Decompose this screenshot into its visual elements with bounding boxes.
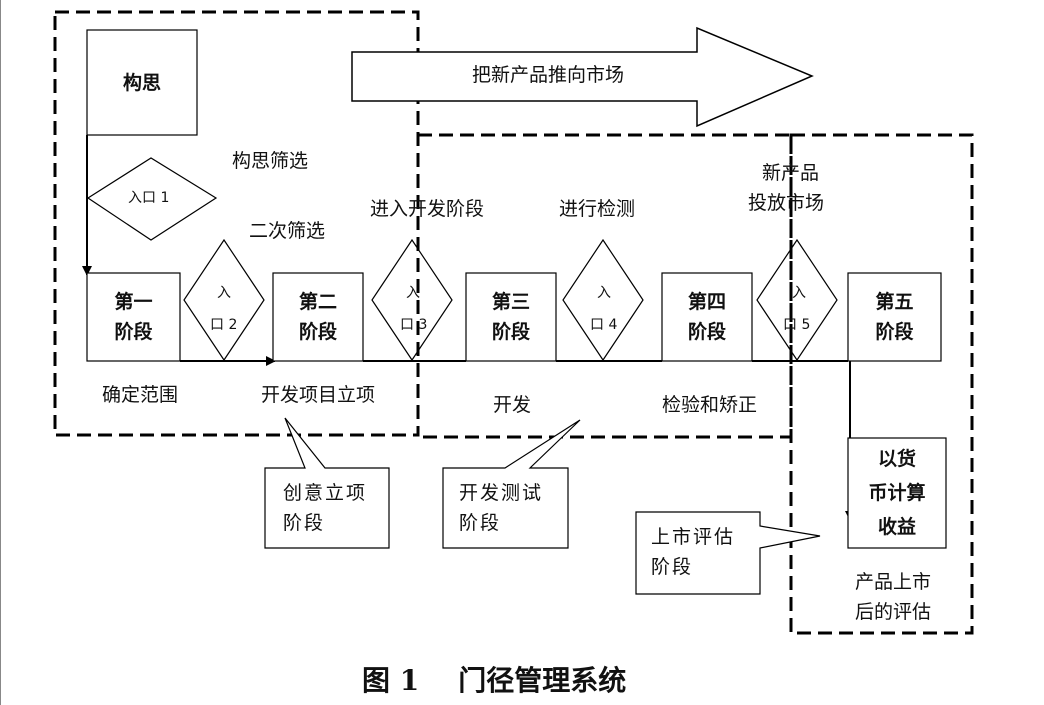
stage5-label: 第五 阶段 [875,291,914,343]
gate4-label-bottom: 口 4 [590,317,618,333]
dashed-region-market [789,133,974,635]
gate2-label-bottom: 口 2 [210,317,238,333]
label-enter-dev: 进入开发阶段 [370,198,485,220]
stage1-box [86,272,181,362]
concept-box [86,29,198,136]
label-testing: 进行检测 [559,198,636,220]
gate2-diamond [183,238,265,362]
callout-dev-test-label: 开发测试 阶段 [459,482,544,534]
stage5-box [847,272,942,362]
cash-box-label: 以货 币计算 收益 [868,448,926,538]
callout-creative [264,417,390,549]
stage1-label: 第一 阶段 [114,291,153,343]
gate3-label-bottom: 口 3 [400,317,428,333]
banner-arrow-label: 把新产品推向市场 [472,64,625,86]
dashed-region-development [418,133,793,439]
stage3-label: 第三 阶段 [491,291,530,343]
label-concept-screen: 构思筛选 [232,150,309,172]
callout-market-eval [635,511,821,595]
callout-dev-test [442,419,581,549]
gate5-label-bottom: 口 5 [783,317,811,333]
label-post-launch-eval: 产品上市 后的评估 [855,571,932,623]
dashed-region-ideation [53,10,420,437]
label-define-scope: 确定范围 [102,384,179,406]
gate2-label-top: 入 [217,285,231,301]
stage2-box [272,272,364,362]
gate5-diamond [756,238,838,362]
gate3-diamond [371,238,453,362]
stage4-label: 第四 阶段 [687,291,726,343]
label-launch-market: 投放市场 [748,192,825,214]
gate4-label-top: 入 [597,285,611,301]
label-new-product: 新产品 [762,162,820,184]
stage3-box [465,272,557,362]
banner-arrow [351,26,814,128]
gate1-diamond [86,157,218,241]
callout-market-eval-label: 上市评估 阶段 [651,526,736,578]
callout-creative-label: 创意立项 阶段 [283,482,368,534]
gate4-diamond [562,238,644,362]
stage2-label: 第二 阶段 [298,291,337,343]
figure-caption: 图 1 门径管理系统 [362,664,627,697]
gate3-label-top: 入 [406,285,420,301]
concept-box-label: 构思 [122,71,161,94]
label-second-screen: 二次筛选 [249,220,326,242]
label-project-approval: 开发项目立项 [261,384,376,406]
stage4-box [661,272,753,362]
gate5-label-top: 入 [792,285,806,301]
label-inspect-correct: 检验和矫正 [662,394,758,416]
gate1-label: 入口 1 [128,190,170,206]
cash-box [847,437,947,549]
label-development: 开发 [493,394,532,416]
